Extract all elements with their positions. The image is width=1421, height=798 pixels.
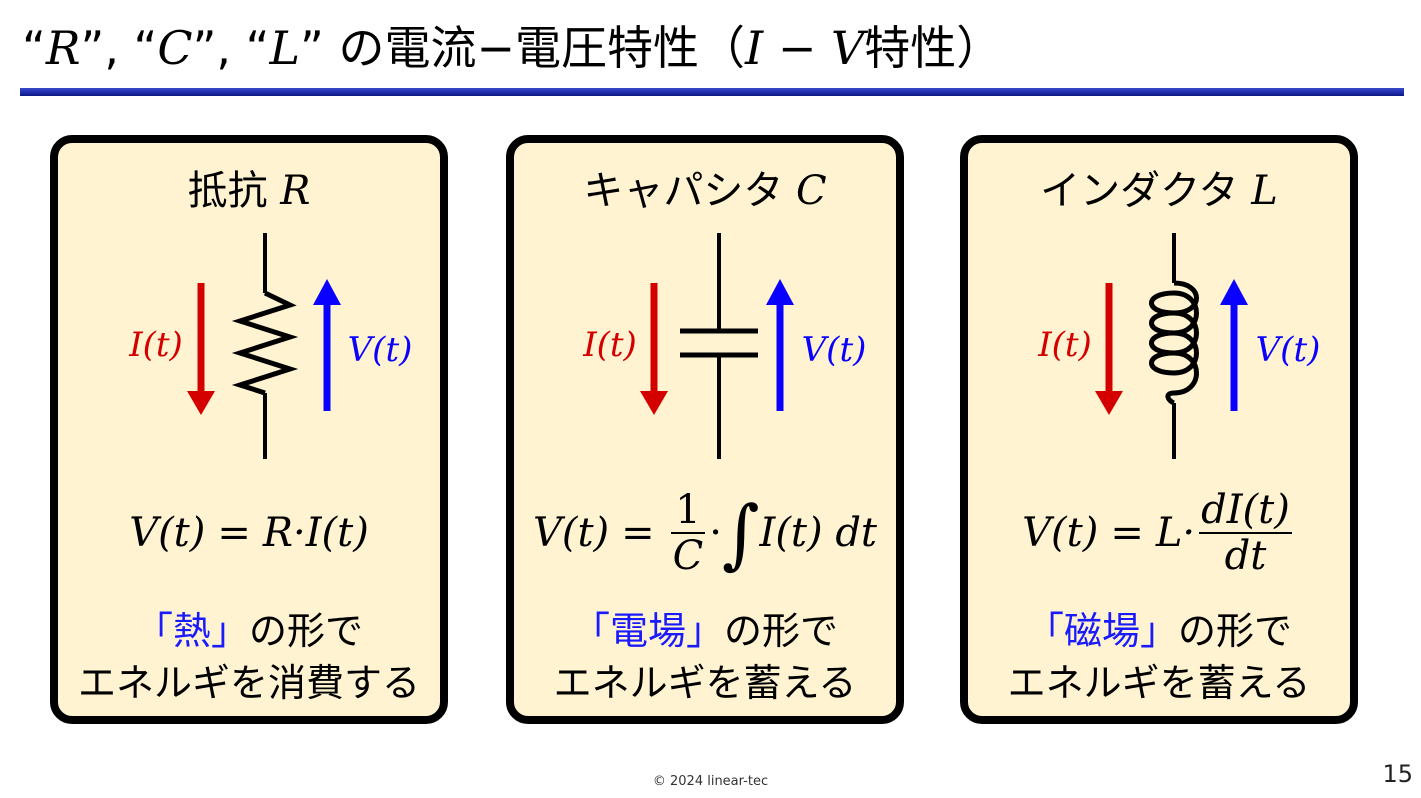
card-title: インダクタ L bbox=[968, 163, 1350, 219]
title-iv: I − V bbox=[745, 21, 865, 75]
current-arrow-icon bbox=[187, 283, 215, 415]
card-symbol: C bbox=[796, 168, 827, 214]
title-part: ” の電流−電圧特性（ bbox=[300, 21, 746, 75]
title-symbol-l: L bbox=[269, 21, 301, 75]
desc-suffix: の形で bbox=[1178, 609, 1293, 653]
title-part: “ bbox=[22, 21, 46, 75]
desc-line2: エネルギを消費する bbox=[77, 661, 420, 705]
inductor-diagram: I(t) V(t) bbox=[1037, 233, 1321, 459]
voltage-label: V(t) bbox=[802, 330, 867, 370]
desc-bracket-close: 」 bbox=[686, 609, 725, 653]
frac-numerator: 1 bbox=[675, 487, 701, 533]
desc-bracket: 「 bbox=[571, 609, 610, 653]
page-title: “R”, “C”, “L” の電流−電圧特性（I − V特性） bbox=[22, 18, 1002, 78]
desc-line2: エネルギを蓄える bbox=[553, 661, 857, 705]
desc-highlight: 熱 bbox=[172, 609, 211, 653]
desc-bracket: 「 bbox=[134, 609, 173, 653]
voltage-label: V(t) bbox=[348, 330, 413, 370]
eq-dot: · bbox=[709, 510, 722, 556]
inductor-icon bbox=[1149, 233, 1199, 459]
title-part: 特性） bbox=[864, 21, 1003, 75]
card-symbol: L bbox=[1251, 168, 1278, 214]
desc-suffix: の形で bbox=[724, 609, 839, 653]
title-part: ”, “ bbox=[192, 21, 270, 75]
card-title-text: キャパシタ bbox=[583, 168, 784, 214]
eq-lhs: V(t) bbox=[129, 510, 206, 556]
eq-rhs: I(t) dt bbox=[759, 510, 877, 556]
desc-suffix: の形で bbox=[249, 609, 364, 653]
title-symbol-c: C bbox=[157, 21, 193, 75]
voltage-arrow-icon bbox=[313, 279, 341, 411]
integral-icon: ∫ bbox=[722, 488, 760, 578]
voltage-arrow-icon bbox=[1220, 279, 1248, 411]
eq-sign: = bbox=[1110, 510, 1144, 556]
eq-lhs: V(t) bbox=[532, 510, 610, 556]
eq-rhs: R·I(t) bbox=[262, 510, 369, 556]
resistor-icon bbox=[231, 233, 299, 459]
desc-highlight: 電場 bbox=[609, 609, 686, 653]
card-symbol: R bbox=[280, 168, 311, 214]
card-description: 「磁場」の形で エネルギを蓄える bbox=[968, 605, 1350, 709]
eq-fraction: dI(t)dt bbox=[1199, 488, 1292, 578]
eq-sign: = bbox=[217, 510, 251, 556]
card-title: 抵抗 R bbox=[58, 163, 440, 219]
title-symbol-r: R bbox=[45, 21, 81, 75]
equation: V(t)=L· dI(t)dt bbox=[968, 483, 1350, 583]
desc-highlight: 磁場 bbox=[1063, 609, 1140, 653]
title-underline bbox=[20, 88, 1404, 96]
card-description: 「熱」の形で エネルギを消費する bbox=[58, 605, 440, 709]
eq-coef: L· bbox=[1155, 510, 1196, 556]
page-number: 15 bbox=[1382, 760, 1413, 788]
frac-denominator: C bbox=[672, 533, 704, 579]
current-arrow-icon bbox=[640, 283, 668, 415]
card-title: キャパシタ C bbox=[514, 163, 896, 219]
current-label: I(t) bbox=[582, 325, 637, 365]
capacitor-diagram: I(t) V(t) bbox=[582, 233, 867, 459]
current-label: I(t) bbox=[1037, 325, 1092, 365]
equation: V(t)=R·I(t) bbox=[58, 483, 440, 583]
eq-lhs: V(t) bbox=[1022, 510, 1099, 556]
desc-bracket: 「 bbox=[1025, 609, 1064, 653]
desc-bracket-close: 」 bbox=[211, 609, 250, 653]
current-label: I(t) bbox=[128, 325, 183, 365]
card-title-text: 抵抗 bbox=[187, 168, 268, 214]
current-arrow-icon bbox=[1095, 283, 1123, 415]
frac-numerator: dI(t) bbox=[1201, 487, 1290, 533]
desc-line2: エネルギを蓄える bbox=[1007, 661, 1311, 705]
voltage-arrow-icon bbox=[766, 279, 794, 411]
capacitor-icon bbox=[680, 233, 758, 459]
eq-sign: = bbox=[621, 510, 655, 556]
card-resistor: 抵抗 R I(t) V(t) V(t)=R·I(t) 「熱」の形で エネルギを消… bbox=[50, 135, 448, 724]
card-description: 「電場」の形で エネルギを蓄える bbox=[514, 605, 896, 709]
desc-bracket-close: 」 bbox=[1140, 609, 1179, 653]
card-title-text: インダクタ bbox=[1040, 168, 1239, 214]
frac-denominator: dt bbox=[1224, 533, 1267, 579]
card-inductor: インダクタ L I(t) V(t) V(t)=L· dI(t)dt 「磁場」の形… bbox=[960, 135, 1358, 724]
voltage-label: V(t) bbox=[1256, 330, 1321, 370]
resistor-diagram: I(t) V(t) bbox=[128, 233, 413, 459]
title-part: ”, “ bbox=[80, 21, 158, 75]
copyright: © 2024 linear-tec bbox=[652, 774, 769, 789]
